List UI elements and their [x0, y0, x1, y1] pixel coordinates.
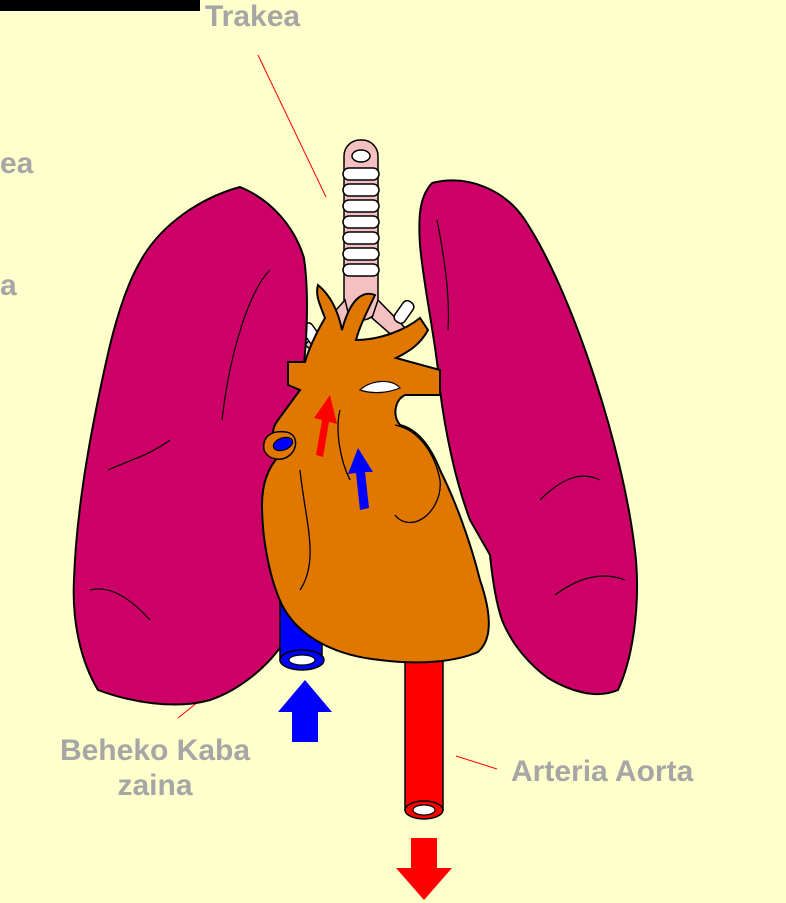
aorta-leader-line — [456, 756, 497, 769]
descending-aorta — [405, 660, 443, 819]
aorta-outflow-arrow — [396, 838, 452, 900]
vena-cava-inflow-arrow — [278, 680, 332, 742]
trachea-leader-line — [258, 55, 326, 197]
